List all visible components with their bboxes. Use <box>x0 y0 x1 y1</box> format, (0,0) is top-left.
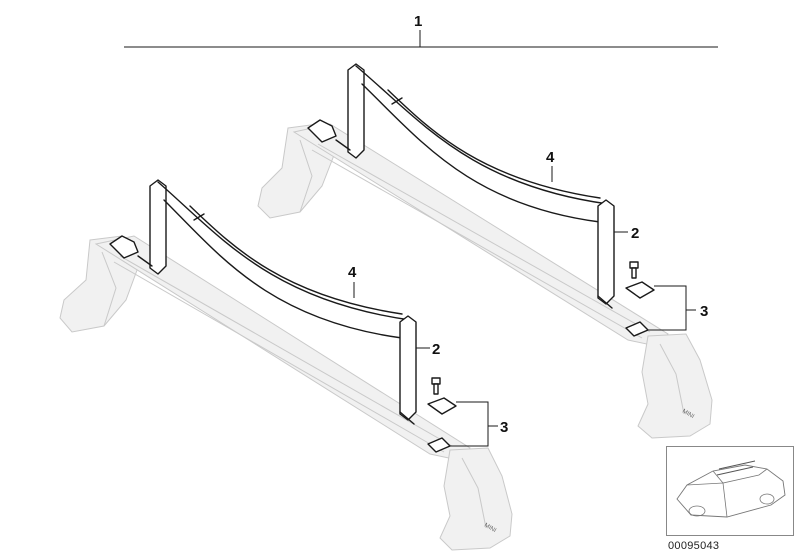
front-bar-groove-2 <box>119 255 453 447</box>
strap-assembly-front <box>109 179 498 453</box>
rear-strap-top <box>355 65 609 205</box>
front-bolt-head <box>431 377 441 385</box>
car-outline-icon <box>676 460 786 518</box>
front-bar-groove-1 <box>113 261 445 453</box>
rear-bar-groove-1 <box>311 149 643 339</box>
front-clamp-plate <box>427 397 457 415</box>
rear-right-foot-edge <box>659 343 685 415</box>
rear-bolt-head <box>629 261 639 269</box>
callout-1: 1 <box>414 13 422 30</box>
leader-3-front <box>450 401 489 447</box>
front-strap-buckle <box>193 213 205 221</box>
front-right-foot-edge <box>461 457 487 529</box>
front-strap-bottom <box>163 199 403 339</box>
callout-2-front: 2 <box>432 341 440 358</box>
assembly-header: 1 <box>124 13 718 48</box>
roof-bar-rear: MINI <box>257 123 713 439</box>
front-right-post <box>399 315 417 421</box>
rear-right-post-foot <box>597 295 613 309</box>
front-bolt <box>431 377 441 395</box>
rear-bar-groove-2 <box>317 143 651 333</box>
rear-right-post <box>597 199 615 305</box>
callout-3-front: 3 <box>500 419 508 436</box>
rear-bolt-shaft <box>631 267 637 279</box>
callout-4-rear: 4 <box>546 149 555 166</box>
rear-strap-inner <box>387 89 601 199</box>
rear-bolt <box>629 261 639 279</box>
callout-2-rear: 2 <box>631 225 639 242</box>
rear-right-foot <box>637 333 713 439</box>
front-left-post-foot <box>137 255 153 267</box>
rear-bar-logo: MINI <box>681 409 695 421</box>
strap-assembly-rear <box>307 63 696 337</box>
front-bolt-shaft <box>433 383 439 395</box>
front-left-mount <box>109 235 139 259</box>
vehicle-thumbnail <box>666 446 794 536</box>
rear-clamp-plate <box>625 281 655 299</box>
leader-3-rear <box>648 285 687 331</box>
callout-4-front: 4 <box>348 264 357 281</box>
document-number: 00095043 <box>668 540 720 552</box>
front-bar-logo: MINI <box>483 523 497 535</box>
rear-left-post <box>347 63 365 159</box>
rear-strap-buckle <box>391 97 403 105</box>
front-left-foot-edge <box>101 251 117 327</box>
rear-left-mount <box>307 119 337 143</box>
front-strap-inner <box>189 205 403 315</box>
front-left-post <box>149 179 167 275</box>
roof-bar-front: MINI <box>59 235 513 551</box>
rear-strap-bottom <box>361 83 601 223</box>
front-strap-top <box>157 181 411 321</box>
front-right-post-foot <box>399 411 415 425</box>
front-right-foot <box>439 447 513 551</box>
rear-left-post-foot <box>335 139 351 151</box>
callout-3-rear: 3 <box>700 303 708 320</box>
rear-left-foot-edge <box>299 139 313 213</box>
